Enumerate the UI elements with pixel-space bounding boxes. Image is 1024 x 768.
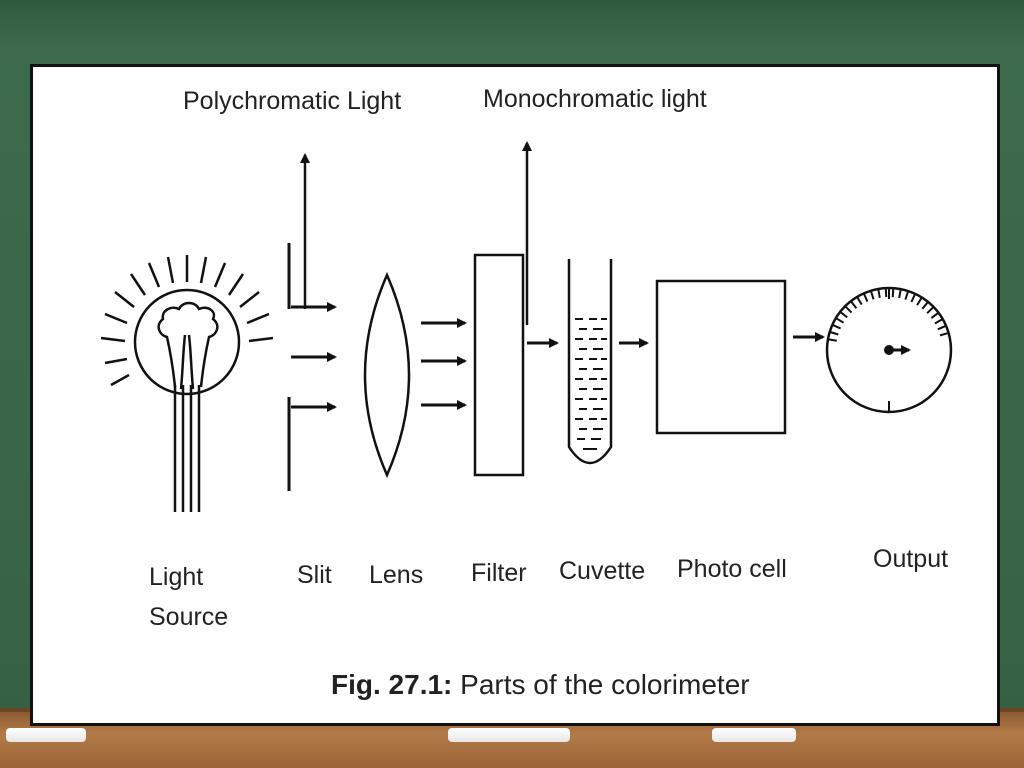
filter-label: Filter: [471, 559, 527, 587]
light-rays: [100, 255, 274, 387]
figure-number: Fig. 27.1:: [331, 669, 453, 700]
slit-arrows: [291, 302, 337, 412]
output-label: Output: [873, 545, 949, 573]
meter-tick: [939, 331, 949, 337]
cuvette: [567, 259, 613, 465]
chalk-piece-right: [712, 728, 796, 742]
meter-tick: [937, 324, 947, 331]
meter-tick: [829, 330, 839, 336]
figure-caption: Fig. 27.1: Parts of the colorimeter: [331, 669, 750, 701]
light-source-label-line1: Light: [149, 563, 204, 591]
colorimeter-diagram: [100, 141, 953, 512]
diagram-slide: Polychromatic Light Monochromatic light …: [30, 64, 1000, 726]
chalk-piece-middle: [448, 728, 570, 742]
meter-tick: [827, 338, 837, 342]
meter-tick: [910, 293, 917, 303]
meter-tick: [850, 300, 858, 309]
photo-cell: [655, 279, 787, 435]
meter-tick: [869, 290, 875, 300]
light-source-bulb: [133, 288, 241, 512]
meter-tick: [930, 311, 940, 319]
lens-arrows: [421, 318, 467, 410]
meter-tick: [891, 288, 895, 298]
meter-tick: [862, 292, 869, 302]
meter-tick: [877, 288, 881, 298]
meter-tick: [831, 323, 841, 330]
meter-tick: [916, 296, 923, 306]
photo-cell-label: Photo cell: [677, 555, 787, 583]
lens: [363, 271, 411, 479]
monochromatic-light-label: Monochromatic light: [483, 85, 707, 113]
filter: [473, 253, 525, 477]
meter-tick: [926, 306, 935, 314]
meter-tick: [844, 305, 853, 314]
polychromatic-light-label: Polychromatic Light: [183, 87, 402, 115]
chalk-piece-left: [6, 728, 86, 742]
light-source-label-line2: Source: [149, 603, 229, 631]
meter-tick: [921, 301, 929, 310]
lens-label: Lens: [369, 561, 424, 589]
meter-tick: [839, 311, 848, 319]
chalkboard-top: [0, 0, 1024, 50]
meter-tick: [898, 288, 902, 299]
meter-tick: [934, 318, 944, 325]
meter-tick: [856, 296, 863, 306]
output-meter: [825, 286, 953, 414]
slit-label: Slit: [297, 561, 332, 589]
meter-tick: [904, 290, 910, 300]
figure-title: Parts of the colorimeter: [460, 669, 750, 700]
cuvette-label: Cuvette: [559, 557, 646, 585]
meter-tick: [835, 317, 845, 324]
